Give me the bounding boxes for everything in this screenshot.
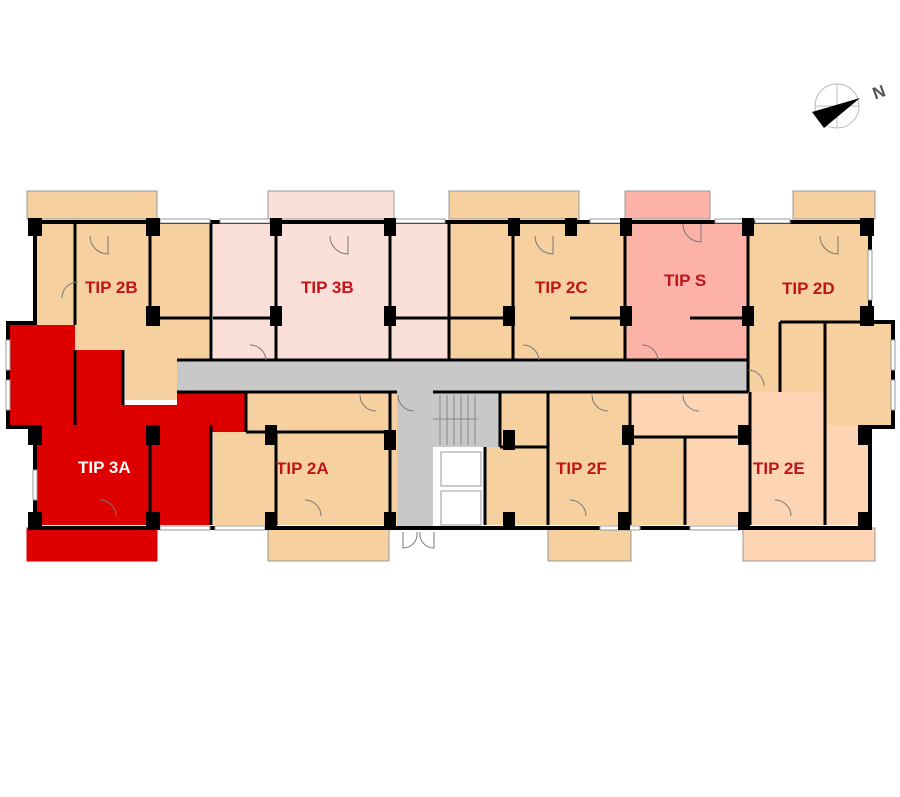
corridor — [177, 360, 748, 392]
north-label: N — [870, 81, 888, 103]
balcony-3b — [267, 190, 395, 220]
unit-label-2f[interactable]: TIP 2F — [556, 459, 607, 478]
unit-label-2a[interactable]: TIP 2A — [276, 459, 329, 478]
unit-label-2c[interactable]: TIP 2C — [535, 278, 588, 297]
unit-labels: TIP 2B TIP 3B TIP 2C TIP S TIP 2D TIP 3A… — [78, 271, 835, 478]
balconies — [26, 190, 876, 562]
unit-2b[interactable] — [35, 224, 211, 400]
unit-2f[interactable] — [485, 392, 685, 525]
balcony-2a — [267, 527, 390, 562]
balcony-3a — [26, 527, 158, 562]
door-swings — [61, 223, 839, 549]
unit-3a[interactable] — [8, 325, 246, 525]
interior-walls — [73, 224, 870, 525]
unit-label-3b[interactable]: TIP 3B — [301, 278, 354, 297]
core-hall — [397, 392, 433, 530]
staircase — [433, 392, 500, 447]
balcony-s — [624, 190, 711, 220]
compass: N — [812, 81, 888, 129]
unit-2c[interactable] — [449, 224, 625, 360]
elevator-1 — [440, 451, 482, 487]
unit-label-2e[interactable]: TIP 2E — [753, 459, 805, 478]
compass-needle-icon — [812, 98, 860, 128]
balcony-2b — [26, 190, 158, 220]
unit-3b[interactable] — [213, 224, 449, 360]
unit-2d[interactable] — [748, 224, 892, 425]
unit-label-2b[interactable]: TIP 2B — [85, 278, 138, 297]
unit-label-2d[interactable]: TIP 2D — [782, 279, 835, 298]
balcony-2f — [547, 527, 632, 562]
unit-label-s[interactable]: TIP S — [664, 271, 706, 290]
unit-s[interactable] — [625, 224, 748, 360]
balcony-2d — [792, 190, 876, 220]
balcony-2e — [742, 527, 876, 562]
balcony-2c — [448, 190, 580, 220]
columns — [28, 218, 874, 530]
unit-label-3a[interactable]: TIP 3A — [78, 458, 131, 477]
elevator-2 — [440, 490, 482, 526]
unit-2a[interactable] — [213, 392, 397, 525]
